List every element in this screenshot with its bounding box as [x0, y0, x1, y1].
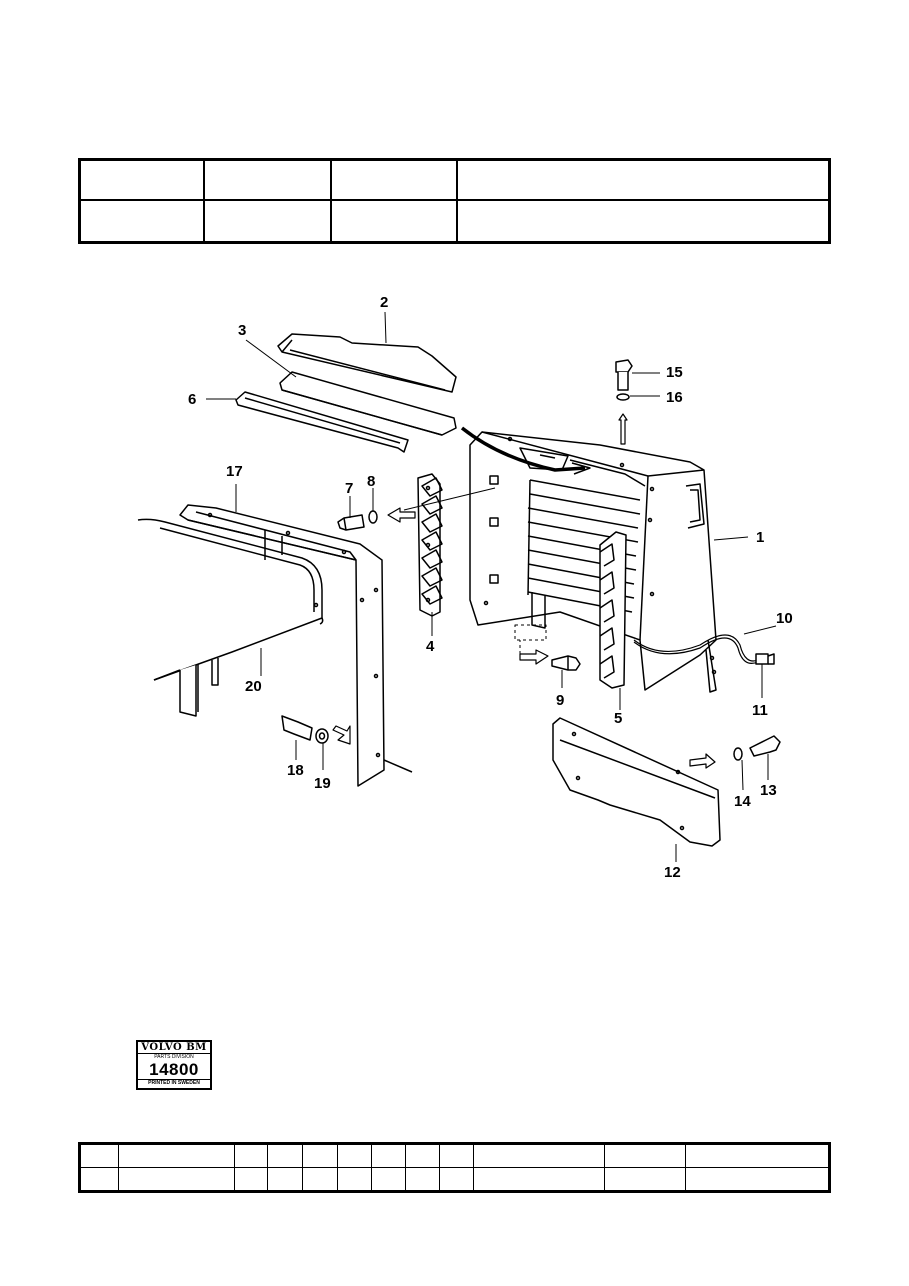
parts-stamp: VOLVO BM PARTS DIVISION 14800 PRINTED IN…: [136, 1040, 212, 1090]
footer-cell: [235, 1167, 268, 1190]
callout-2: 2: [380, 294, 388, 311]
footer-cell: [268, 1167, 303, 1190]
stamp-number: 14800: [149, 1060, 199, 1079]
header-table: [78, 158, 831, 244]
callout-20: 20: [245, 678, 262, 695]
callout-5: 5: [614, 710, 622, 727]
footer-cell: [605, 1145, 686, 1168]
callout-16: 16: [666, 389, 683, 406]
part-9-bolt: [551, 655, 581, 671]
callout-11: 11: [752, 702, 768, 719]
part-12-lower-panel: [552, 717, 721, 847]
callout-7: 7: [345, 480, 353, 497]
part-18-bolt: [281, 715, 313, 741]
stamp-division: PARTS DIVISION: [154, 1054, 194, 1060]
stamp-printed: PRINTED IN SWEDEN: [138, 1079, 210, 1087]
footer-cell: [81, 1145, 119, 1168]
cable: [460, 426, 586, 472]
footer-cell: [686, 1145, 828, 1168]
callout-17: 17: [226, 463, 243, 480]
callout-19: 19: [314, 775, 331, 792]
footer-cell: [235, 1145, 268, 1168]
part-13-bolt: [749, 735, 781, 757]
footer-cell: [338, 1167, 372, 1190]
footer-cell: [406, 1145, 440, 1168]
header-cell: [81, 201, 205, 241]
part-8-washer: [368, 510, 378, 524]
footer-cell: [686, 1168, 828, 1191]
footer-cell: [605, 1167, 686, 1190]
header-cell: [205, 201, 332, 241]
header-cell: [205, 161, 332, 201]
part-6-seal-strip: [235, 391, 409, 453]
callout-9: 9: [556, 692, 564, 709]
part-10-cable: [633, 634, 759, 664]
callout-1: 1: [756, 529, 764, 546]
footer-cell: [406, 1167, 440, 1190]
footer-cell: [474, 1145, 605, 1168]
callout-10: 10: [776, 610, 793, 627]
callout-18: 18: [287, 762, 304, 779]
footer-cell: [303, 1145, 338, 1168]
part-3-cover-strip: [279, 371, 457, 436]
footer-cell: [372, 1167, 406, 1190]
footer-cell: [474, 1167, 605, 1190]
header-cell: [458, 161, 828, 201]
callout-12: 12: [664, 864, 681, 881]
callout-8: 8: [367, 473, 375, 490]
footer-cell: [81, 1167, 119, 1190]
footer-cell: [440, 1145, 474, 1168]
part-14-washer: [733, 747, 743, 761]
part-2-cover-plate: [277, 333, 457, 393]
callout-3: 3: [238, 322, 246, 339]
header-cell: [332, 161, 458, 201]
part-19-washer: [315, 728, 329, 744]
part-15-bolt: [615, 359, 633, 391]
callout-15: 15: [666, 364, 683, 381]
callout-14: 14: [734, 793, 751, 810]
footer-cell: [338, 1145, 372, 1168]
header-cell: [332, 201, 458, 241]
callout-4: 4: [426, 638, 435, 655]
header-cell: [81, 161, 205, 201]
part-7-bolt: [337, 514, 365, 531]
footer-cell: [119, 1145, 235, 1168]
part-11-sensor: [755, 653, 775, 665]
part-5-louvre-panel: [599, 531, 627, 689]
footer-cell: [303, 1167, 338, 1190]
footer-cell: [440, 1167, 474, 1190]
footer-cell: [119, 1167, 235, 1190]
footer-cell: [372, 1145, 406, 1168]
part-1-grille-housing: [469, 431, 717, 693]
footer-table: [78, 1142, 831, 1193]
callout-13: 13: [760, 782, 777, 799]
callout-6: 6: [188, 391, 196, 408]
part-4-louvre-panel: [417, 473, 443, 617]
part-20-hood: [137, 518, 324, 717]
footer-cell: [268, 1145, 303, 1168]
part-16-washer: [616, 393, 630, 401]
stamp-brand: VOLVO BM: [138, 1042, 210, 1054]
